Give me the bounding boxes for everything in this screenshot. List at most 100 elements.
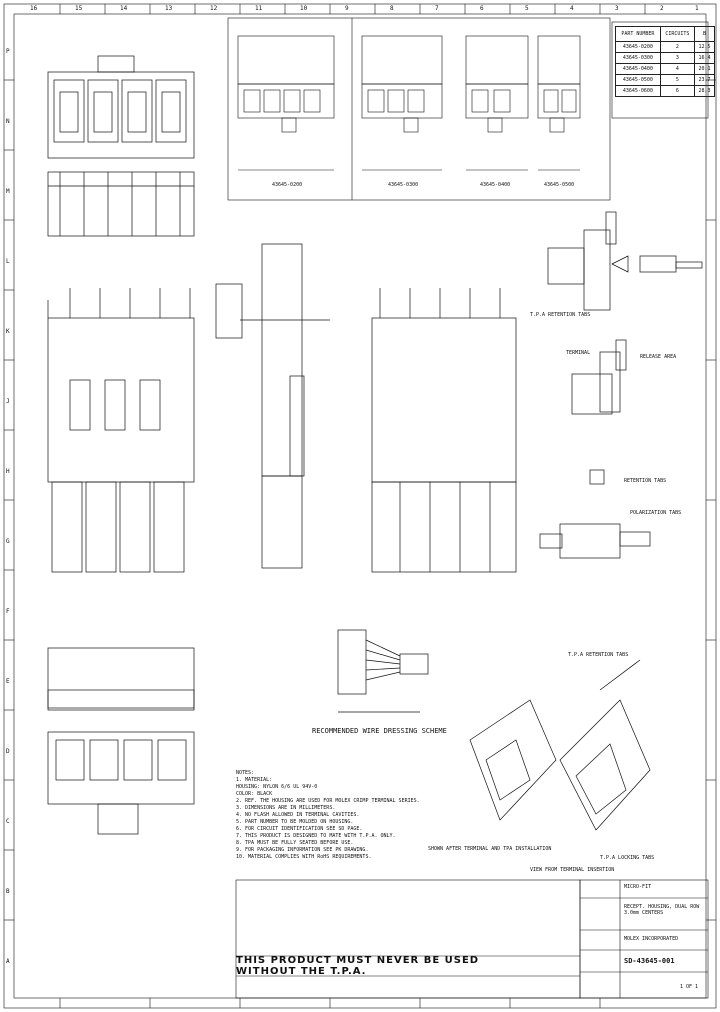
title-description: RECEPT. HOUSING, DUAL ROW 3.0mm CENTERS <box>624 904 700 916</box>
note-line: 1. MATERIAL: <box>236 777 273 783</box>
outer-border <box>3 3 717 1009</box>
table-cell: 23.7 <box>693 74 716 86</box>
col-label: 4 <box>570 5 574 12</box>
col-label: 5 <box>525 5 529 12</box>
wire-dressing-title: RECOMMENDED WIRE DRESSING SCHEME <box>312 727 447 735</box>
note-line: 5. PART NUMBER TO BE MOLDED ON HOUSING. <box>236 819 354 825</box>
row-label: B <box>6 888 10 895</box>
col-label: 15 <box>75 5 83 12</box>
section-label: 43645-0500 <box>544 182 575 188</box>
tpa-insertion-note: T.P.A RETENTION TABS <box>530 312 591 318</box>
polarization-label: POLARIZATION TABS <box>630 510 682 516</box>
col-label: 2 <box>660 5 664 12</box>
table-row: 43645-0500 5 23.7 <box>615 74 716 86</box>
release-area-label: RELEASE AREA <box>640 354 677 360</box>
col-label: 1 <box>695 5 699 12</box>
border-ticks <box>4 4 716 1008</box>
tpa-insertion-sketch <box>547 211 703 311</box>
table-cell: 5 <box>659 74 695 86</box>
table-header: CIRCUITS <box>659 26 695 42</box>
row-label: G <box>6 538 10 545</box>
row-label: K <box>6 328 10 335</box>
table-header: B <box>693 26 716 42</box>
table-cell: 16.4 <box>693 52 716 64</box>
col-label: 11 <box>255 5 263 12</box>
series-label: MICRO-FIT <box>624 884 652 890</box>
col-label: 13 <box>165 5 173 12</box>
row-label: C <box>6 818 10 825</box>
title-block <box>235 879 709 999</box>
col-label: 6 <box>480 5 484 12</box>
col-label: 3 <box>615 5 619 12</box>
section-label: 43645-0300 <box>388 182 419 188</box>
note-line: 4. NO FLASH ALLOWED IN TERMINAL CAVITIES… <box>236 812 360 818</box>
col-label: 8 <box>390 5 394 12</box>
view-terminal-label: VIEW FROM TERMINAL INSERTION <box>530 867 615 873</box>
table-row: 43645-0300 3 16.4 <box>615 52 716 64</box>
table-cell: 43645-0200 <box>615 41 661 53</box>
end-view-bottom-left <box>47 647 195 835</box>
warning-banner: THIS PRODUCT MUST NEVER BE USED WITHOUT … <box>236 955 480 977</box>
note-line: COLOR: BLACK <box>236 791 273 797</box>
table-row: 43645-0200 2 12.5 <box>615 41 716 53</box>
table-cell: 12.5 <box>693 41 716 53</box>
section-label: 43645-0400 <box>480 182 511 188</box>
table-cell: 43645-0600 <box>615 85 661 97</box>
row-label: M <box>6 188 10 195</box>
row-label: F <box>6 608 10 615</box>
section-view-frame <box>227 17 611 201</box>
notes-title: NOTES: <box>236 770 255 776</box>
row-label: L <box>6 258 10 265</box>
col-label: 7 <box>435 5 439 12</box>
terminal-sketch <box>539 339 651 559</box>
row-label: E <box>6 678 10 685</box>
note-line: 9. FOR PACKAGING INFORMATION SEE PK DRAW… <box>236 847 369 853</box>
col-label: 9 <box>345 5 349 12</box>
col-label: 16 <box>30 5 38 12</box>
note-line: 6. FOR CIRCUIT IDENTIFICATION SEE SD PAG… <box>236 826 363 832</box>
col-label: 10 <box>300 5 308 12</box>
note-line: HOUSING: NYLON 6/6 UL 94V-0 <box>236 784 318 790</box>
note-line: 10. MATERIAL COMPLIES WITH RoHS REQUIREM… <box>236 854 372 860</box>
row-label: N <box>6 118 10 125</box>
document-number: SD-43645-001 <box>624 957 675 965</box>
table-header: PART NUMBER <box>615 26 661 42</box>
shown-after-label: SHOWN AFTER TERMINAL AND TPA INSTALLATIO… <box>428 846 552 852</box>
circuit-table: PART NUMBER CIRCUITS B 43645-0200 2 12.5… <box>615 26 716 97</box>
section-label: 43645-0200 <box>272 182 303 188</box>
note-line: 2. REF. THE HOUSING ARE USED FOR MOLEX C… <box>236 798 420 804</box>
table-cell: 20.1 <box>693 63 716 75</box>
row-label: D <box>6 748 10 755</box>
note-line: 7. THIS PRODUCT IS DESIGNED TO MATE WITH… <box>236 833 396 839</box>
side-view-mid-left <box>47 288 195 573</box>
side-view-mid-right <box>371 288 517 573</box>
table-cell: 3 <box>659 52 695 64</box>
table-cell: 6 <box>659 85 695 97</box>
note-line: 3. DIMENSIONS ARE IN MILLIMETERS. <box>236 805 336 811</box>
table-row: 43645-0600 6 28.3 <box>615 85 716 97</box>
table-cell: 2 <box>659 41 695 53</box>
table-cell: 43645-0500 <box>615 74 661 86</box>
table-cell: 4 <box>659 63 695 75</box>
company-name: MOLEX INCORPORATED <box>624 936 679 942</box>
front-view-top <box>47 55 195 237</box>
row-label: H <box>6 468 10 475</box>
connector-3d-icon <box>469 659 651 831</box>
side-view-mid-center <box>215 243 330 569</box>
section-views <box>237 35 581 171</box>
tpa-locking-label: T.P.A LOCKING TABS <box>600 855 655 861</box>
notes-block: NOTES: 1. MATERIAL: HOUSING: NYLON 6/6 U… <box>236 770 466 861</box>
wire-harness-icon <box>337 629 429 713</box>
row-label: A <box>6 958 10 965</box>
table-cell: 43645-0400 <box>615 63 661 75</box>
table-row: 43645-0400 4 20.1 <box>615 63 716 75</box>
table-cell: 43645-0300 <box>615 52 661 64</box>
table-cell: 28.3 <box>693 85 716 97</box>
terminal-label: TERMINAL <box>566 350 591 356</box>
sheet-number: 1 OF 1 <box>680 984 699 990</box>
col-label: 12 <box>210 5 218 12</box>
col-label: 14 <box>120 5 128 12</box>
retention-tabs-label: RETENTION TABS <box>624 478 667 484</box>
note-line: 8. TPA MUST BE FULLY SEATED BEFORE USE. <box>236 840 354 846</box>
